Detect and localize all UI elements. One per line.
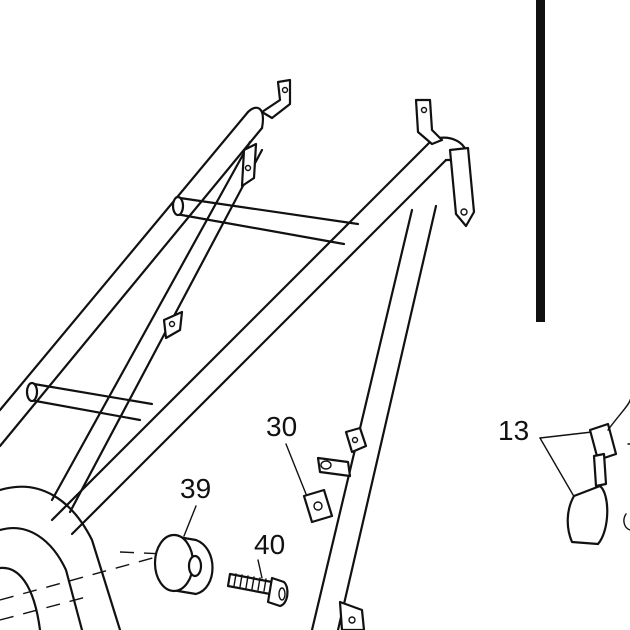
callout-13: 13 [498, 415, 529, 446]
upright-tab-lower [316, 456, 352, 478]
frame-upright [310, 204, 438, 630]
part-30-clip-nut [285, 443, 334, 524]
callout-30: 30 [266, 411, 297, 442]
rail-tab-upper [240, 142, 258, 188]
rail-tab-middle [162, 310, 184, 340]
frame-left-rail [0, 106, 264, 514]
callout-39: 39 [180, 473, 211, 504]
divider-bar [536, 0, 545, 322]
upright-tab-upper [344, 426, 368, 454]
top-bracket-left [260, 78, 292, 120]
top-bracket-right [414, 98, 444, 146]
side-plate-right [448, 146, 476, 228]
frame-crossbars [25, 195, 360, 422]
part-40-bolt [226, 559, 289, 608]
part-13-keys [539, 399, 630, 546]
callout-40: 40 [254, 529, 285, 560]
upright-tab-bottom [338, 600, 366, 630]
part-39-spacer [153, 505, 214, 596]
